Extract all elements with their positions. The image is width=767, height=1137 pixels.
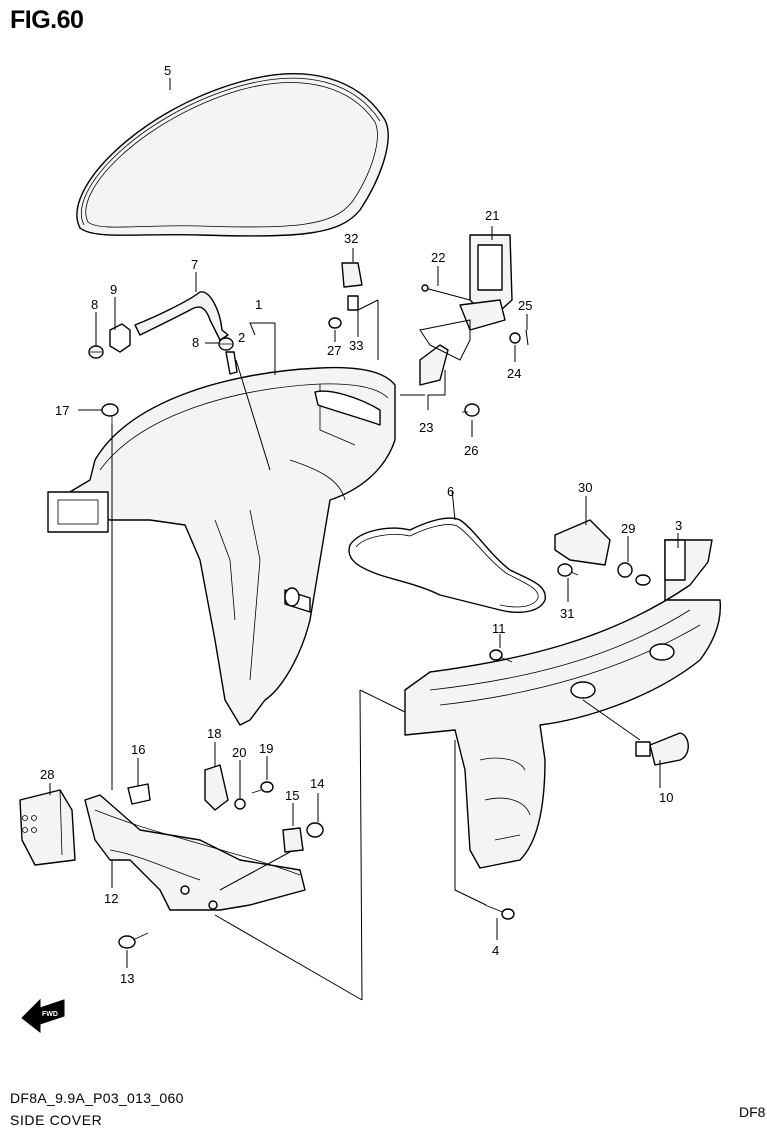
fwd-label: FWD xyxy=(42,1011,58,1018)
part-label-29: 29 xyxy=(621,521,635,536)
part-label-8b: 8 xyxy=(192,335,199,350)
part-label-20: 20 xyxy=(232,745,246,760)
part-label-7: 7 xyxy=(191,257,198,272)
plug-part-14 xyxy=(306,822,324,838)
screw-part-19 xyxy=(251,781,274,794)
bolt-part-26 xyxy=(462,403,480,417)
pad-part-28 xyxy=(19,789,76,866)
latch-lever-part xyxy=(459,234,513,331)
figure-title: FIG.60 xyxy=(10,6,84,34)
part-label-22: 22 xyxy=(431,250,445,265)
part-label-21: 21 xyxy=(485,208,499,223)
side-cover-left-part xyxy=(47,366,396,726)
screw-part-8a xyxy=(88,345,104,359)
screw-part-13 xyxy=(118,932,149,949)
part-label-8a: 8 xyxy=(91,297,98,312)
nipple-part xyxy=(225,351,238,375)
part-label-17: 17 xyxy=(55,403,69,418)
screw-part-8b xyxy=(218,337,234,351)
part-label-25: 25 xyxy=(518,298,532,313)
part-label-19: 19 xyxy=(259,741,273,756)
part-label-6: 6 xyxy=(447,484,454,499)
part-label-30: 30 xyxy=(578,480,592,495)
part-label-1: 1 xyxy=(255,297,262,312)
part-label-15: 15 xyxy=(285,788,299,803)
bracket-part-30 xyxy=(554,519,611,566)
nut-part-27 xyxy=(328,317,342,329)
washer-part-24 xyxy=(509,332,521,344)
grommet-part-29 xyxy=(617,562,633,578)
bracket-part-18 xyxy=(204,764,229,811)
screw-part-31 xyxy=(557,563,579,577)
seal-ring-part xyxy=(76,73,389,237)
figure-code: DF8A_9.9A_P03_013_060 xyxy=(10,1090,184,1106)
part-label-13: 13 xyxy=(120,971,134,986)
part-label-14: 14 xyxy=(310,776,324,791)
part-label-9: 9 xyxy=(110,282,117,297)
part-label-32: 32 xyxy=(344,231,358,246)
side-cover-right-part xyxy=(404,539,722,869)
part-label-26: 26 xyxy=(464,443,478,458)
part-label-18: 18 xyxy=(207,726,221,741)
edge-truncated-text: DF8 xyxy=(739,1104,766,1120)
cotter-pin-part-25 xyxy=(525,329,529,346)
part-label-28: 28 xyxy=(40,767,54,782)
part-label-4: 4 xyxy=(492,943,499,958)
part-label-27: 27 xyxy=(327,343,341,358)
clip-part xyxy=(109,323,131,353)
part-label-3: 3 xyxy=(675,518,682,533)
part-label-33: 33 xyxy=(349,338,363,353)
clip-part-16 xyxy=(127,783,151,805)
figure-subtitle: SIDE COVER xyxy=(10,1112,103,1128)
plate-part-33 xyxy=(347,295,359,311)
pin-part xyxy=(424,287,471,301)
part-label-16: 16 xyxy=(131,742,145,757)
hose-part xyxy=(134,291,229,341)
part-label-10: 10 xyxy=(659,790,673,805)
part-label-31: 31 xyxy=(560,606,574,621)
knob-part-10 xyxy=(635,732,689,766)
part-number-labels: 5 7 9 8 8 1 2 17 21 22 25 24 23 26 32 27… xyxy=(40,63,682,986)
part-label-24: 24 xyxy=(507,366,521,381)
part-label-2: 2 xyxy=(238,330,245,345)
gasket-part xyxy=(348,517,546,613)
part-label-11: 11 xyxy=(492,621,506,636)
leader-lines xyxy=(49,78,679,1001)
screw-part-11 xyxy=(489,649,513,663)
grommet-part-15 xyxy=(282,827,304,853)
lower-cover-part xyxy=(84,794,306,911)
washer-part-20 xyxy=(234,798,246,810)
fwd-arrow-icon: FWD xyxy=(21,998,65,1034)
screw-part-17 xyxy=(101,403,119,430)
bracket-part xyxy=(419,344,449,386)
part-label-5: 5 xyxy=(164,63,171,78)
part-label-12: 12 xyxy=(104,891,118,906)
part-label-23: 23 xyxy=(419,420,433,435)
cap-part-32 xyxy=(341,262,363,288)
bolt-part-4 xyxy=(484,904,515,920)
